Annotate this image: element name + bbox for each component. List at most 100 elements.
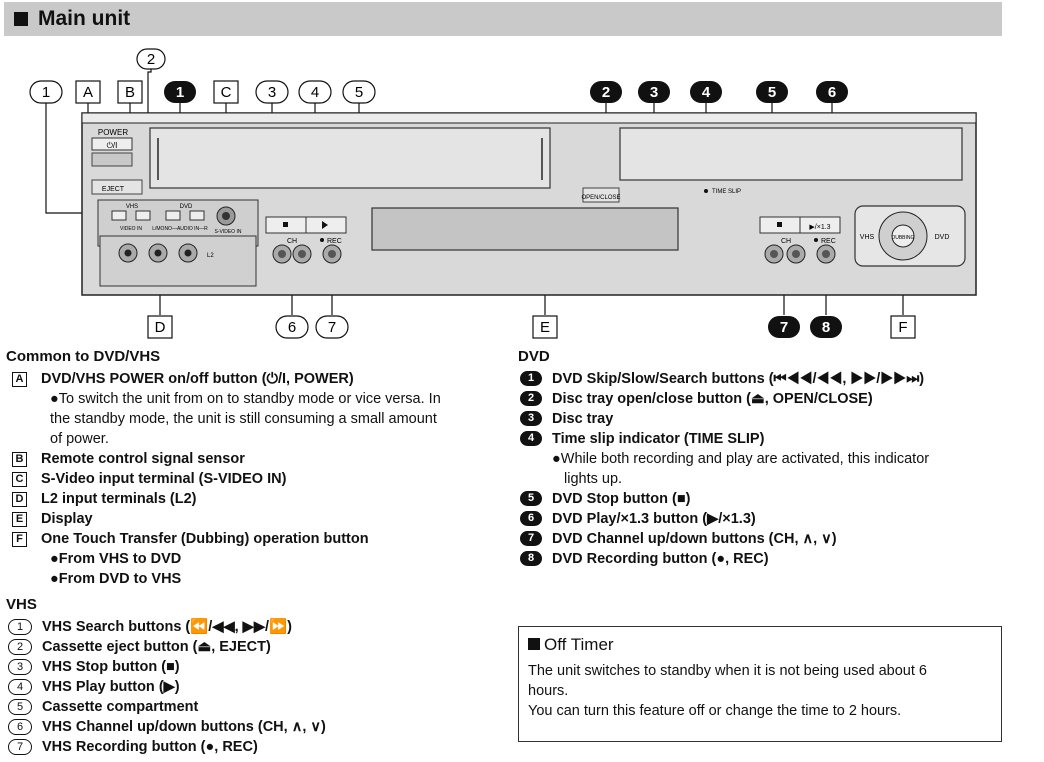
- eject-button[interactable]: [91, 179, 143, 195]
- callout-vhs-6: 6: [275, 315, 309, 339]
- disc-tray: [619, 127, 963, 181]
- vhs-item-6: VHS Channel up/down buttons (CH, ∧, ∨): [42, 719, 326, 735]
- callout-dvd-5: 5: [756, 81, 788, 103]
- callout-dvd-2: 2: [590, 81, 622, 103]
- svg-text:E: E: [540, 319, 550, 336]
- svg-text:TIME SLIP: TIME SLIP: [712, 189, 741, 195]
- callout-e: E: [532, 315, 558, 339]
- callout-dvd-1: 1: [164, 81, 196, 103]
- svg-text:4: 4: [311, 84, 319, 101]
- cassette-compartment: [149, 127, 551, 189]
- item-c: S-Video input terminal (S-VIDEO IN): [41, 471, 287, 487]
- vhs-heading: VHS: [6, 596, 37, 613]
- off-timer-box: Off Timer The unit switches to standby w…: [518, 626, 1002, 742]
- off-timer-title: Off Timer: [544, 635, 614, 654]
- svg-text:3: 3: [268, 84, 276, 101]
- svg-text:VHS: VHS: [860, 234, 875, 241]
- svg-text:S-VIDEO IN: S-VIDEO IN: [215, 229, 242, 235]
- item-f: One Touch Transfer (Dubbing) operation b…: [41, 531, 369, 547]
- dvd-item-3: Disc tray: [552, 411, 614, 427]
- dvd-heading: DVD: [518, 348, 550, 365]
- item-e: Display: [41, 511, 93, 527]
- off-timer-line-2: hours.: [528, 683, 569, 699]
- display-panel: [371, 207, 679, 251]
- callout-c: C: [213, 80, 239, 104]
- dvd-item-4: Time slip indicator (TIME SLIP): [552, 431, 765, 447]
- common-heading: Common to DVD/VHS: [6, 348, 161, 365]
- svg-text:1: 1: [42, 84, 50, 101]
- svg-text:CH: CH: [781, 238, 791, 245]
- svg-text:DVD: DVD: [935, 234, 950, 241]
- left-column: Common to DVD/VHS A DVD/VHS POWER on/off …: [6, 347, 506, 757]
- vhs-item-7: VHS Recording button (●, REC): [42, 739, 258, 755]
- open-close-button[interactable]: [582, 187, 620, 203]
- svg-text:6: 6: [288, 319, 296, 336]
- note-f-2: ●From DVD to VHS: [50, 571, 182, 587]
- off-timer-line-3: You can turn this feature off or change …: [528, 703, 902, 719]
- note-a-1: ●To switch the unit from on to standby m…: [50, 391, 441, 407]
- header-square-icon: [14, 12, 28, 26]
- svg-text:DUBBING: DUBBING: [892, 235, 915, 241]
- svg-text:2: 2: [602, 84, 610, 101]
- callout-vhs-7: 7: [315, 315, 349, 339]
- callout-vhs-5: 5: [342, 80, 376, 104]
- power-button[interactable]: [91, 137, 133, 151]
- timer-square-icon: [528, 638, 540, 650]
- svg-text:5: 5: [355, 84, 363, 101]
- callout-vhs-4: 4: [298, 80, 332, 104]
- item-d: L2 input terminals (L2): [41, 491, 197, 507]
- unit-body: POWER ⏻/I EJECT OPEN/CLOSE TIME SLIP VHS…: [81, 112, 977, 296]
- callout-dvd-4: 4: [690, 81, 722, 103]
- callout-vhs-3: 3: [255, 80, 289, 104]
- callout-d: D: [147, 315, 173, 339]
- svg-text:POWER: POWER: [98, 128, 128, 137]
- svg-text:L/MONO—AUDIO IN—R: L/MONO—AUDIO IN—R: [152, 226, 208, 232]
- remote-sensor: [91, 152, 133, 167]
- svg-text:4: 4: [702, 84, 711, 101]
- item-b: Remote control signal sensor: [41, 451, 245, 467]
- svg-text:OPEN/CLOSE: OPEN/CLOSE: [581, 195, 620, 201]
- callout-dvd-8: 8: [810, 316, 842, 338]
- svg-text:▶/×1.3: ▶/×1.3: [809, 224, 830, 231]
- svg-text:⏻/I: ⏻/I: [107, 141, 118, 150]
- key-c: C: [12, 472, 27, 487]
- key-d: D: [12, 492, 27, 507]
- svg-text:3: 3: [650, 84, 658, 101]
- vhs-item-5: Cassette compartment: [42, 699, 199, 715]
- svg-text:CH: CH: [287, 238, 297, 245]
- svg-text:B: B: [125, 84, 135, 101]
- callout-dvd-6: 6: [816, 81, 848, 103]
- svg-text:EJECT: EJECT: [102, 186, 125, 193]
- svg-text:7: 7: [780, 319, 788, 336]
- item-a: DVD/VHS POWER on/off button (⏻/I, POWER): [41, 371, 354, 387]
- section-header: Main unit: [4, 2, 1002, 36]
- svg-text:F: F: [898, 319, 907, 336]
- dvd-item-6: DVD Play/×1.3 button (▶/×1.3): [552, 511, 756, 527]
- dvd-item-5: DVD Stop button (■): [552, 491, 691, 507]
- vhs-item-2: Cassette eject button (⏏, EJECT): [42, 639, 271, 655]
- dvd-item-8: DVD Recording button (●, REC): [552, 551, 769, 567]
- note-a-3: of power.: [50, 431, 109, 447]
- dvd-note-4-1: ●While both recording and play are activ…: [552, 451, 930, 467]
- svg-text:D: D: [155, 319, 166, 336]
- key-b: B: [12, 452, 27, 467]
- svg-text:REC: REC: [327, 238, 342, 245]
- key-f: F: [12, 532, 27, 547]
- callout-vhs-2: 2: [136, 48, 166, 70]
- svg-text:DVD: DVD: [180, 204, 193, 210]
- note-a-2: the standby mode, the unit is still cons…: [50, 411, 437, 427]
- main-unit-diagram: 2 1 A B 1 C 3 4 5 2 3 4: [29, 48, 977, 339]
- svg-text:1: 1: [176, 84, 184, 101]
- svg-text:VHS: VHS: [126, 204, 138, 210]
- svg-text:C: C: [221, 84, 232, 101]
- svg-text:L2: L2: [207, 253, 214, 259]
- dvd-item-1: DVD Skip/Slow/Search buttons (⏮◀◀/◀◀, ▶▶…: [552, 371, 925, 387]
- dvd-note-4-2: lights up.: [564, 471, 623, 487]
- callout-dvd-7: 7: [768, 316, 800, 338]
- key-e: E: [12, 512, 27, 527]
- key-a: A: [12, 372, 27, 387]
- dvd-item-7: DVD Channel up/down buttons (CH, ∧, ∨): [552, 531, 837, 547]
- svg-text:A: A: [83, 84, 93, 101]
- vhs-item-4: VHS Play button (▶): [42, 679, 180, 695]
